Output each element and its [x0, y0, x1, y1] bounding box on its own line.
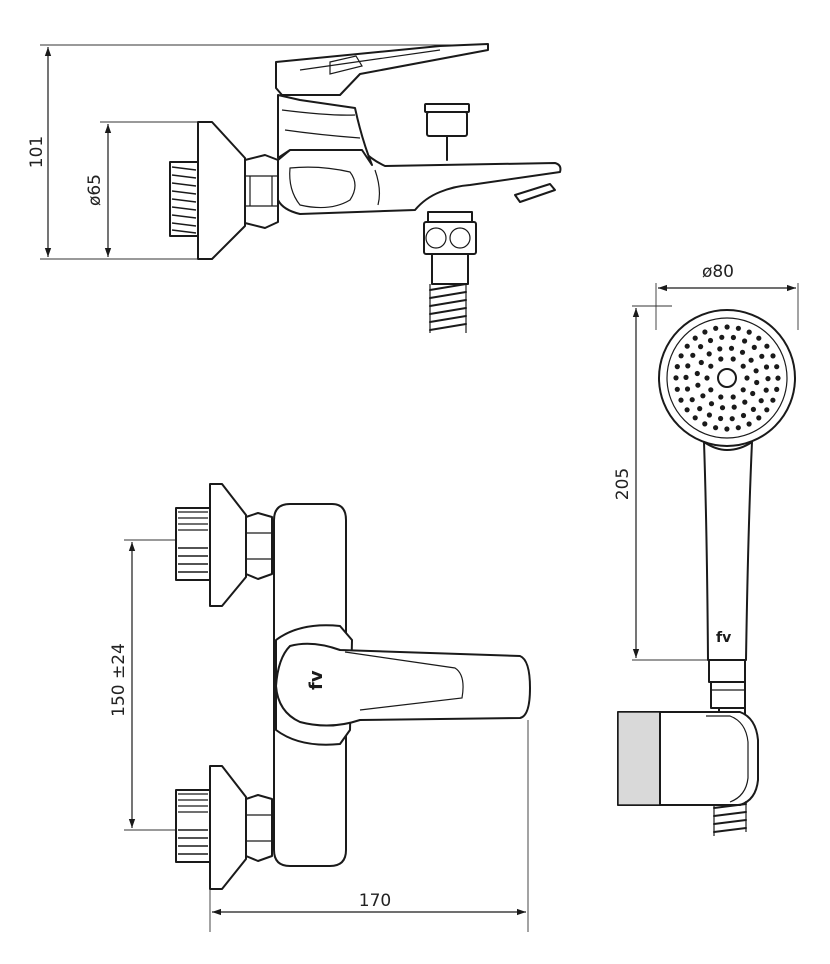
nozzle-dot — [728, 345, 735, 351]
nozzle-dot — [678, 353, 684, 359]
nozzle-dot — [739, 349, 746, 355]
nozzle-dot — [698, 359, 704, 366]
hose-shower — [713, 801, 747, 836]
nozzle-dot — [708, 387, 714, 393]
nozzle-dot — [729, 416, 735, 422]
nozzle-dot — [698, 344, 704, 350]
label-handshower-length: 205 — [613, 468, 633, 500]
nozzle-dot — [753, 368, 759, 374]
nozzle-dot — [744, 375, 750, 381]
side-view — [40, 43, 562, 333]
shower-handle — [703, 441, 753, 661]
nozzle-dot — [718, 356, 724, 362]
nozzle-dot — [764, 407, 770, 413]
nozzle-dot — [684, 343, 690, 349]
nozzle-dot — [748, 357, 754, 363]
nozzle-dot — [692, 335, 698, 341]
nozzle-dot — [704, 375, 710, 381]
nozzle-dot — [692, 415, 698, 421]
nozzle-dot — [684, 407, 690, 413]
hose-side — [429, 283, 467, 333]
label-flange-diameter: ø65 — [85, 174, 105, 206]
nozzle-dot — [674, 364, 680, 370]
nozzle-dot — [763, 387, 769, 393]
shower-logo: fv — [716, 630, 731, 646]
nozzle-dot — [756, 415, 762, 421]
nozzle-dot — [746, 329, 752, 335]
nozzle-dot — [740, 387, 746, 393]
inlet-lower — [175, 765, 273, 890]
nozzle-dot — [678, 397, 684, 403]
nozzle-dot — [742, 399, 748, 405]
nozzle-dot — [750, 390, 756, 397]
nozzle-dot — [763, 364, 770, 370]
nozzle-dot — [719, 405, 726, 411]
nozzle-dot — [707, 337, 714, 344]
nozzle-dot — [717, 346, 723, 352]
nozzle-dot — [702, 421, 708, 427]
nozzle-dot — [735, 425, 741, 431]
nozzle-dot — [730, 334, 737, 341]
front-view: fv — [124, 483, 531, 932]
nozzle-dot — [713, 425, 719, 431]
nozzle-dot — [770, 397, 776, 403]
handle-logo: fv — [306, 670, 327, 690]
nozzle-dot — [746, 421, 752, 427]
nozzle-dot — [759, 353, 765, 359]
lever-handle — [275, 642, 531, 727]
nozzle-dot — [751, 344, 757, 350]
nozzle-dot — [674, 386, 680, 392]
nozzle-dot — [695, 382, 701, 388]
nozzle-dot — [754, 379, 760, 386]
nozzle-dot — [742, 338, 748, 344]
nozzle-dot — [764, 343, 770, 349]
label-inlet-spacing: 150 ±24 — [109, 643, 129, 717]
nozzle-dot — [713, 325, 719, 331]
nozzle-dot — [706, 412, 713, 418]
nozzle-dot — [700, 393, 706, 399]
nozzle-dot — [683, 374, 689, 380]
hand-shower-view: fv — [617, 283, 799, 836]
nozzle-dot — [719, 334, 725, 340]
nozzle-dot — [690, 352, 696, 358]
label-handshower-diameter: ø80 — [702, 262, 734, 282]
nozzle-dot — [774, 386, 780, 392]
nozzle-dot — [770, 353, 776, 359]
inlet-upper — [175, 483, 273, 607]
nozzle-dot — [735, 325, 742, 331]
nozzle-dot — [724, 426, 730, 432]
shower-nozzles — [673, 324, 781, 432]
nozzle-dot — [724, 324, 730, 330]
nozzle-dot — [730, 394, 736, 400]
nozzle-dot — [702, 329, 708, 335]
nozzle-dot — [708, 363, 714, 369]
nozzle-dot — [756, 335, 762, 341]
nozzle-dot — [684, 386, 691, 392]
nozzle-dot — [685, 363, 691, 369]
nozzle-dot — [706, 351, 712, 357]
nozzle-dot — [718, 415, 724, 422]
nozzle-dot — [775, 375, 781, 381]
nozzle-dot — [708, 401, 715, 407]
nozzle-dot — [731, 404, 737, 410]
nozzle-dot — [750, 406, 757, 412]
nozzle-dot — [758, 398, 764, 404]
nozzle-dot — [774, 364, 780, 370]
nozzle-dot — [697, 406, 703, 412]
nozzle-dot — [740, 363, 746, 369]
nozzle-dot — [718, 394, 724, 400]
nozzle-dot — [689, 397, 695, 403]
nozzle-dot — [765, 376, 771, 382]
nozzle-dot — [740, 412, 747, 419]
nozzle-dot — [673, 375, 679, 381]
nozzle-dot — [730, 356, 736, 362]
label-body-width: 170 — [359, 891, 391, 911]
label-height-total: 101 — [27, 136, 47, 168]
nozzle-dot — [694, 370, 700, 377]
